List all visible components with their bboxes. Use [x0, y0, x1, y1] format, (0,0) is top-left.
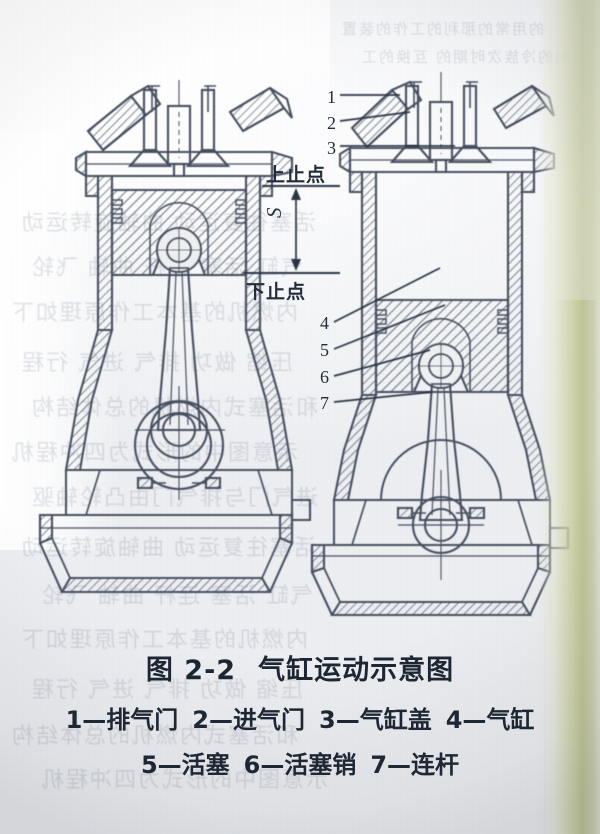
legend-name: 排气门 — [106, 706, 179, 734]
legend-dash: — — [82, 706, 107, 734]
right-connecting-rod — [418, 382, 464, 522]
legend-item: 4—气缸 — [446, 700, 535, 735]
legend-dash: — — [335, 706, 360, 734]
legend-item: 5—活塞 — [141, 745, 230, 780]
leader-4 — [333, 267, 441, 323]
legend-number: 1 — [65, 706, 83, 734]
left-cylinder-head — [74, 150, 294, 198]
figure-number: 图 2-2 — [145, 655, 237, 686]
leader-5 — [333, 304, 446, 350]
legend-dash: — — [209, 706, 233, 734]
right-piston — [374, 298, 510, 394]
leader-6 — [333, 349, 431, 377]
legend-number: 5 — [140, 751, 158, 779]
legend-item: 6—活塞销 — [244, 745, 357, 780]
top-dead-center-label: 上止点 — [266, 164, 327, 186]
legend-number: 2 — [192, 706, 209, 734]
callout-number-7: 7 — [320, 393, 329, 413]
right-piston-rings — [375, 309, 509, 334]
legend-number: 6 — [243, 751, 261, 779]
left-injector — [166, 80, 192, 178]
legend-dash: — — [260, 751, 285, 779]
left-engine-assembly — [38, 80, 312, 594]
right-cylinder-block — [332, 170, 552, 502]
legend-dash: — — [157, 751, 182, 779]
left-intake-port — [228, 86, 294, 133]
bottom-dead-center-label: 下止点 — [246, 281, 307, 303]
figure-title: 气缸运动示意图 — [258, 655, 455, 686]
legend-name: 连杆 — [411, 751, 460, 779]
left-exhaust-port — [86, 84, 162, 152]
figure-caption-title: 图 2-2 气缸运动示意图 — [0, 648, 600, 687]
left-crankshaft — [133, 386, 225, 500]
right-injector — [428, 72, 454, 174]
legend-item: 1—排气门 — [66, 700, 179, 735]
stroke-symbol-label: S — [262, 207, 286, 219]
callout-leader-lines — [333, 94, 455, 403]
legend-item: 3—气缸盖 — [319, 700, 432, 735]
callout-number-5: 5 — [320, 340, 329, 360]
right-crankshaft — [380, 439, 502, 580]
left-oil-pan — [38, 498, 312, 594]
stroke-dimension-group — [243, 185, 340, 274]
legend-number: 3 — [319, 706, 336, 734]
callout-number-4: 4 — [320, 313, 329, 333]
legend-name: 进气门 — [233, 706, 305, 734]
legend-dash: — — [387, 751, 412, 779]
leader-7 — [333, 391, 433, 403]
callout-number-3: 3 — [327, 138, 336, 158]
left-cylinder-block — [64, 174, 294, 472]
legend-item: 2—进气门 — [192, 700, 305, 735]
callout-number-6: 6 — [320, 367, 329, 387]
legend-name: 活塞 — [181, 751, 230, 779]
callout-number-1: 1 — [327, 87, 336, 107]
legend-name: 活塞销 — [284, 751, 357, 779]
right-crankcase — [333, 499, 551, 546]
legend-dash: — — [462, 706, 487, 734]
legend-item: 7—连杆 — [370, 745, 459, 780]
left-piston — [110, 188, 248, 277]
legend-number: 4 — [445, 706, 463, 734]
right-engine-assembly — [310, 72, 570, 617]
left-piston-rings — [111, 199, 247, 224]
page-edge-strip-top — [538, 0, 600, 300]
leader-2 — [339, 111, 411, 122]
legend-name: 气缸盖 — [359, 706, 432, 734]
left-exhaust-valve — [127, 88, 173, 168]
stroke-arrow — [291, 188, 301, 271]
callout-number-2: 2 — [327, 113, 336, 133]
left-crankcase — [65, 469, 293, 516]
legend-name: 气缸 — [486, 706, 535, 734]
legend-number: 7 — [370, 751, 388, 779]
